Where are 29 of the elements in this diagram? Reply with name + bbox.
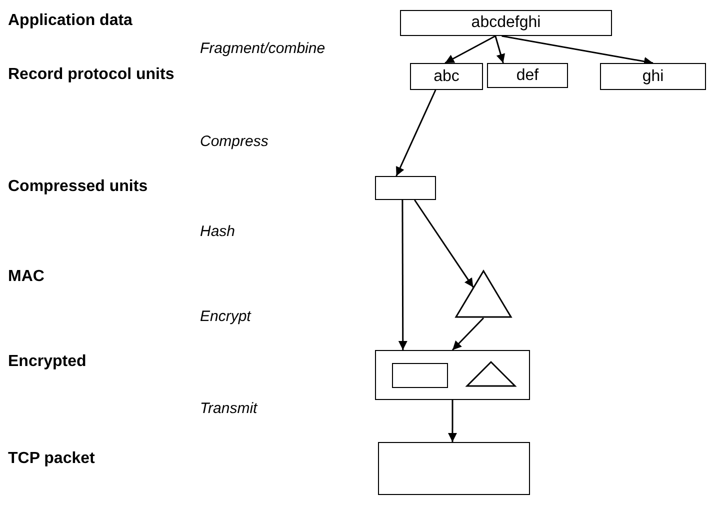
stage-label: MAC	[8, 268, 44, 286]
stage-label: Compressed units	[8, 178, 148, 196]
arrow	[502, 35, 654, 66]
step-label: Fragment/combine	[200, 40, 326, 57]
arrow	[494, 36, 506, 64]
arrow	[452, 317, 484, 351]
arrow	[396, 90, 436, 176]
data-box: abcdefghi	[400, 10, 612, 36]
empty-box	[375, 350, 530, 400]
triangle-shape	[455, 270, 512, 318]
step-label: Compress	[200, 133, 268, 150]
stage-label: Application data	[8, 12, 132, 30]
step-label: Encrypt	[200, 308, 251, 325]
arrow	[448, 400, 457, 442]
empty-box	[392, 363, 448, 388]
data-box: def	[487, 63, 568, 88]
empty-box	[378, 442, 530, 495]
stage-label: TCP packet	[8, 450, 95, 468]
data-box: ghi	[600, 63, 706, 90]
step-label: Hash	[200, 223, 236, 240]
arrow	[414, 200, 474, 288]
stage-label: Encrypted	[8, 353, 86, 371]
arrow	[398, 200, 408, 350]
data-box: abc	[410, 63, 483, 90]
step-label: Transmit	[200, 400, 258, 417]
arrow	[444, 35, 496, 64]
triangle-shape	[466, 361, 516, 387]
empty-box	[375, 176, 436, 200]
stage-label: Record protocol units	[8, 66, 174, 84]
